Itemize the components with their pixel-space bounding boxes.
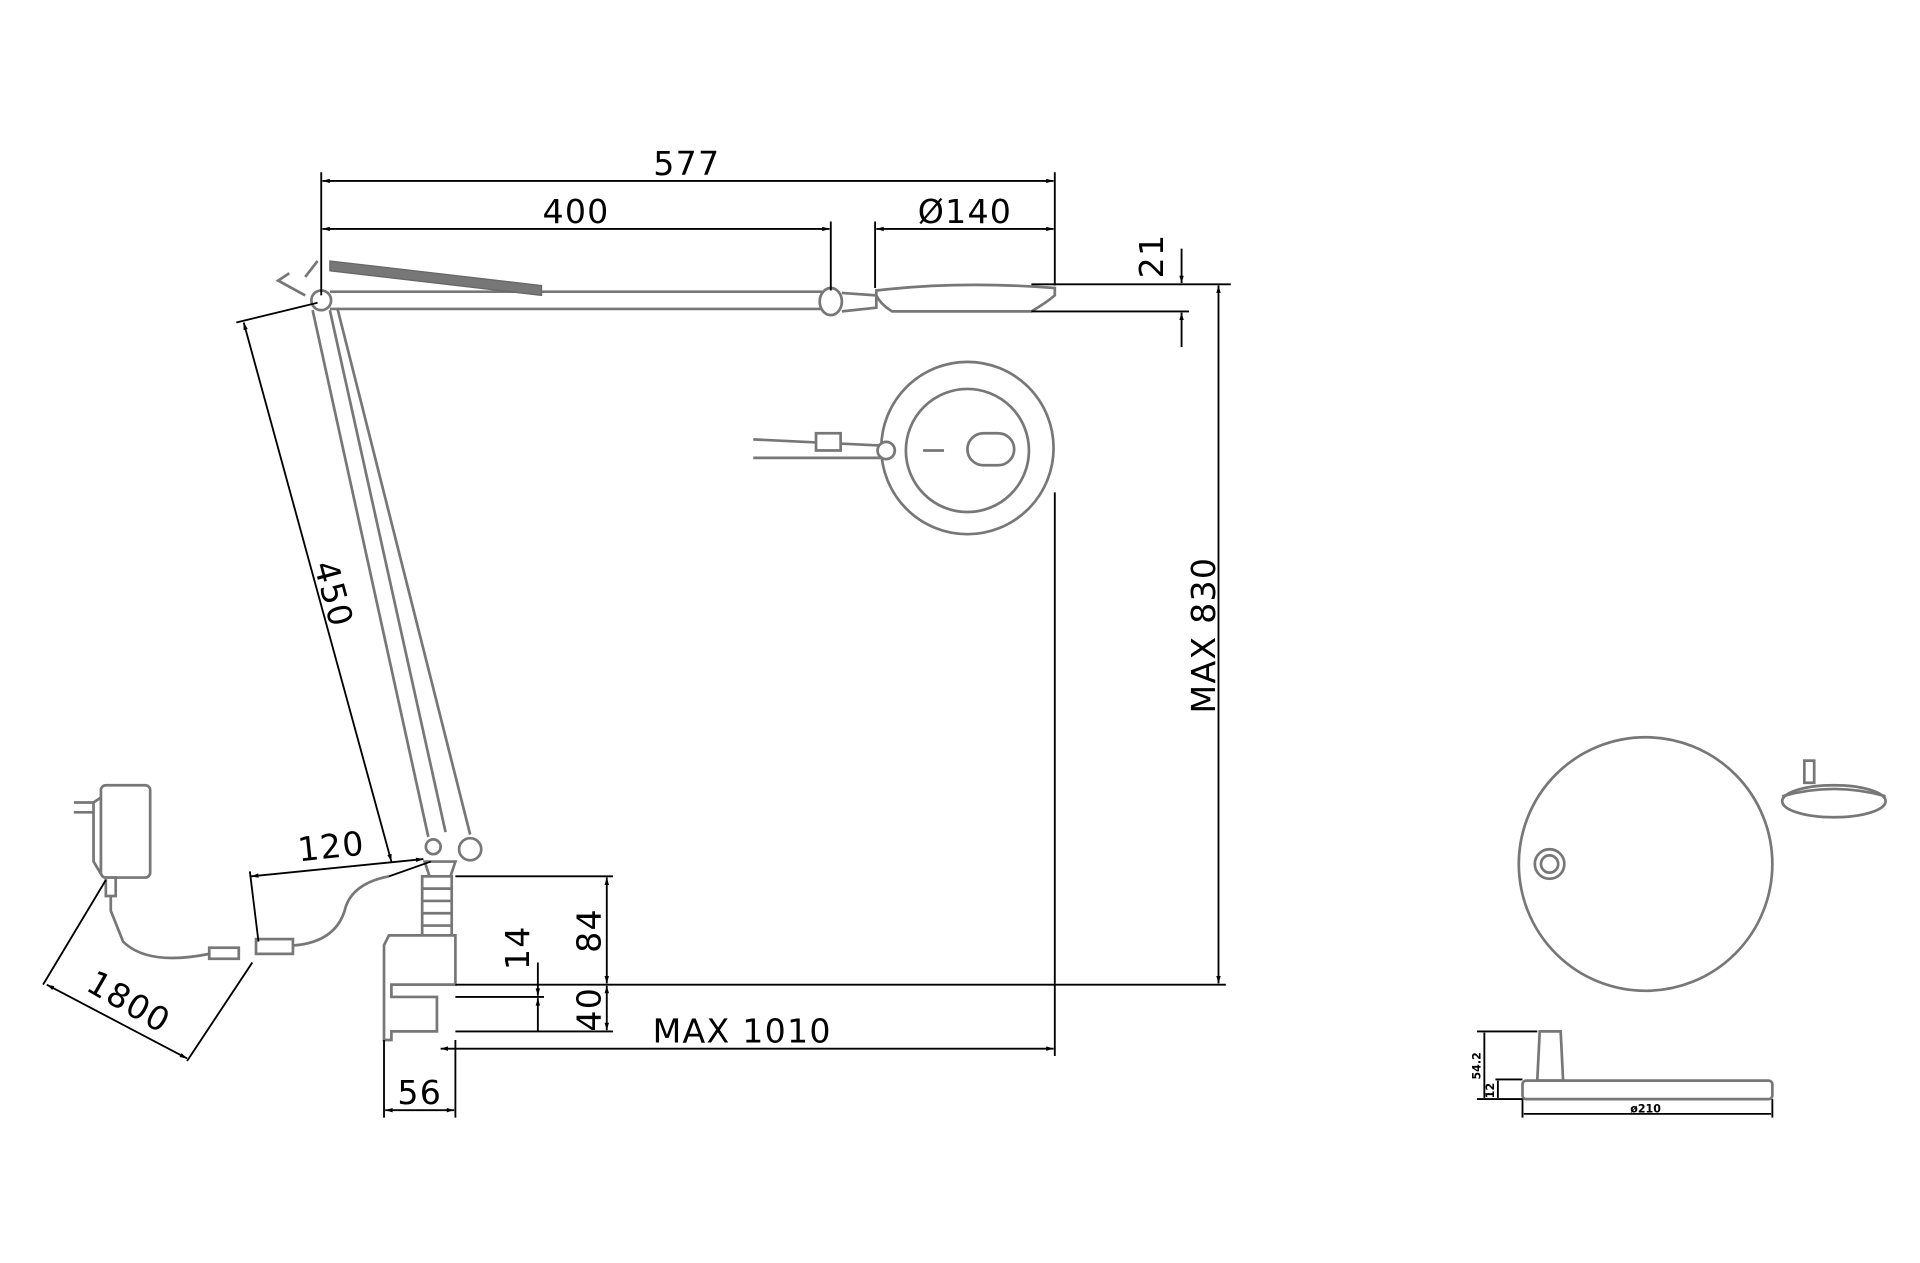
dimension-max-830: MAX 830 bbox=[455, 285, 1226, 986]
lamp-upper-arm bbox=[275, 260, 878, 317]
lamp-head-side-view bbox=[874, 283, 1057, 313]
lamp-head-top-view bbox=[753, 360, 1055, 536]
dimension-21: 21 bbox=[1031, 234, 1231, 348]
base-side-view: 54.2 12 ø210 bbox=[1471, 1030, 1774, 1118]
dimension-label: 1800 bbox=[80, 963, 177, 1042]
dimension-max-1010: MAX 1010 bbox=[383, 492, 1056, 1118]
clamp bbox=[382, 860, 458, 1042]
dimension-label: 84 bbox=[570, 908, 609, 953]
power-cable bbox=[109, 875, 390, 961]
dimension-label: MAX 830 bbox=[1184, 557, 1223, 714]
dimension-label: 120 bbox=[296, 824, 367, 870]
dimension-56: 56 bbox=[385, 1073, 455, 1113]
base-perspective-view bbox=[1780, 759, 1887, 819]
dimension-label: 12 bbox=[1484, 1083, 1497, 1098]
dimension-label: 56 bbox=[397, 1073, 442, 1112]
dimension-84: 84 bbox=[455, 875, 613, 1033]
dimension-1800: 1800 bbox=[42, 879, 254, 1062]
dimension-label: Ø140 bbox=[918, 192, 1012, 231]
dimension-label: 450 bbox=[306, 557, 361, 632]
dimension-label: 400 bbox=[542, 192, 609, 231]
dimension-40: 40 bbox=[570, 985, 609, 1032]
dimension-14: 14 bbox=[455, 925, 545, 1032]
base-top-view bbox=[1517, 735, 1774, 993]
dimension-label: 21 bbox=[1132, 234, 1171, 279]
power-adapter bbox=[73, 783, 152, 898]
dimension-120: 120 bbox=[248, 824, 432, 942]
dimension-577: 577 bbox=[320, 144, 1056, 296]
dimension-label: 40 bbox=[570, 987, 609, 1032]
dimension-head-diameter: Ø140 bbox=[874, 192, 1054, 289]
dimension-label: MAX 1010 bbox=[653, 1011, 832, 1050]
dimension-450: 450 bbox=[236, 301, 393, 862]
dimension-label: 14 bbox=[498, 925, 537, 970]
dimension-label: 54.2 bbox=[1471, 1052, 1484, 1079]
dimension-label: ø210 bbox=[1630, 1103, 1661, 1116]
dimension-label: 577 bbox=[653, 144, 720, 183]
dimension-400: 400 bbox=[322, 192, 832, 291]
